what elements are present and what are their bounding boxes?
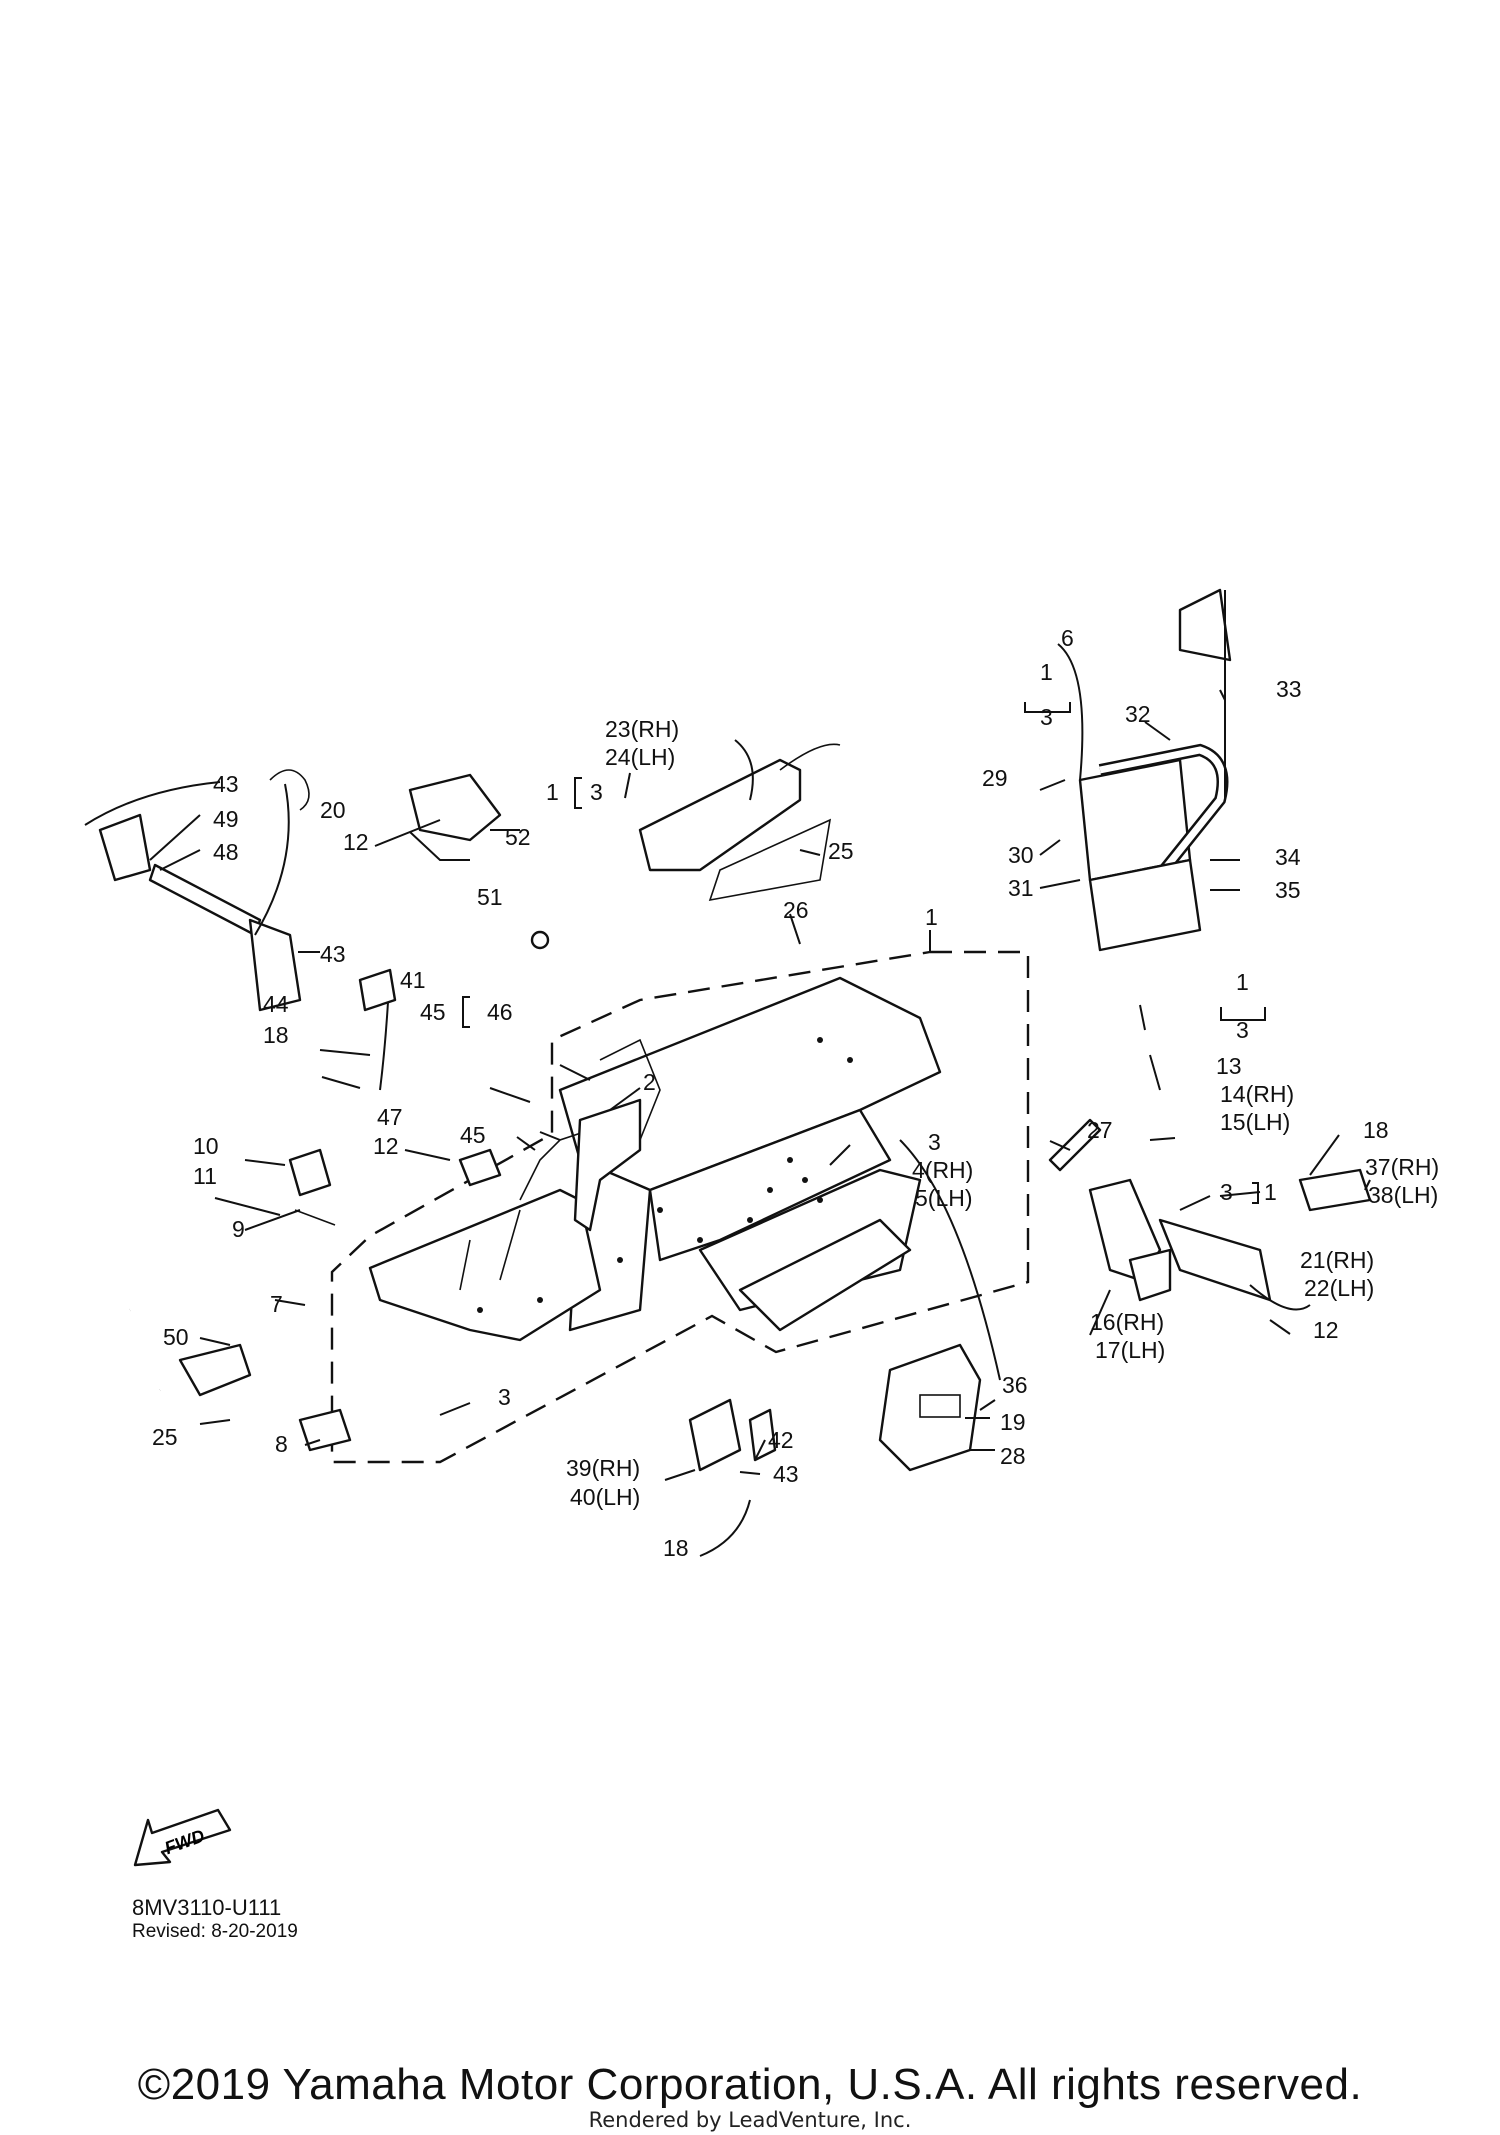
callout-45-top: 45 (420, 999, 446, 1025)
callout-1-mid: 1 (1264, 1179, 1277, 1205)
callout-20: 20 (320, 797, 346, 823)
callout-18-right: 18 (1363, 1117, 1389, 1143)
reflector-27 (1048, 1118, 1102, 1172)
callout-37-rh: 37(RH) (1365, 1154, 1439, 1180)
callout-26: 26 (783, 897, 809, 923)
callout-3-right: 3 (1236, 1017, 1249, 1043)
clamp-20 (269, 769, 310, 811)
callout-43-mid: 43 (320, 941, 346, 967)
callout-1-frame: 1 (925, 904, 938, 930)
small-parts (288, 930, 550, 1452)
callout-45-mid: 45 (460, 1122, 486, 1148)
copyright-notice: ©2019 Yamaha Motor Corporation, U.S.A. A… (137, 2060, 1363, 2109)
callout-29: 29 (982, 765, 1008, 791)
callout-48: 48 (213, 839, 239, 865)
callout-3-bottom: 3 (498, 1384, 511, 1410)
callout-14-rh: 14(RH) (1220, 1081, 1294, 1107)
callout-16-rh: 16(RH) (1090, 1309, 1164, 1335)
callout-22-lh: 22(LH) (1304, 1275, 1374, 1301)
callout-35: 35 (1275, 877, 1301, 903)
grouping-brackets (462, 702, 1266, 1204)
callout-17-lh: 17(LH) (1095, 1337, 1165, 1363)
frame-assembly-boundary (330, 950, 1030, 1464)
callout-13: 13 (1216, 1053, 1242, 1079)
callout-25-top: 25 (828, 838, 854, 864)
safety-flag (1178, 588, 1232, 800)
callout-43-top: 43 (213, 771, 239, 797)
diagram-code: 8MV3110-U111 (132, 1895, 282, 1920)
callout-15-lh: 15(LH) (1220, 1109, 1290, 1135)
mount-bracket-12 (408, 773, 502, 842)
callout-1-right: 1 (1236, 969, 1249, 995)
callout-18-left: 18 (263, 1022, 289, 1048)
callout-46: 46 (487, 999, 513, 1025)
callout-12-bracket: 12 (343, 829, 369, 855)
callout-1-top: 1 (1040, 659, 1053, 685)
callout-34: 34 (1275, 844, 1301, 870)
callout-18-bottom: 18 (663, 1535, 689, 1561)
rear-grab-bar (1078, 743, 1229, 952)
callout-25-bottom: 25 (152, 1424, 178, 1450)
callout-19: 19 (1000, 1409, 1026, 1435)
callout-40-lh: 40(LH) (570, 1484, 640, 1510)
callout-10: 10 (193, 1133, 219, 1159)
leader-lines (84, 643, 1371, 1557)
steering-column-assembly (98, 813, 302, 1012)
callout-1-seat: 1 (546, 779, 559, 805)
callout-50: 50 (163, 1324, 189, 1350)
frame-holes (477, 1037, 853, 1313)
callout-21-rh: 21(RH) (1300, 1247, 1374, 1273)
callout-28: 28 (1000, 1443, 1026, 1469)
callout-8: 8 (275, 1431, 288, 1457)
rear-bumper (40, 1305, 252, 1427)
callout-labels: 1 2 3 4(RH) 5(LH) 6 7 8 9 10 11 12 12 12… (152, 625, 1439, 1561)
callout-3-top: 3 (1040, 704, 1053, 730)
callout-9: 9 (232, 1216, 245, 1242)
callout-12-center: 12 (373, 1133, 399, 1159)
revised-date: Revised: 8-20-2019 (132, 1921, 298, 1942)
callout-39-rh: 39(RH) (566, 1455, 640, 1481)
callout-27: 27 (1087, 1117, 1113, 1143)
callout-49: 49 (213, 806, 239, 832)
callout-41: 41 (400, 967, 426, 993)
callout-7: 7 (270, 1291, 283, 1317)
bracket-39 (688, 1398, 777, 1472)
callout-3-mid: 3 (1220, 1179, 1233, 1205)
callout-52: 52 (505, 824, 531, 850)
callout-33: 33 (1276, 676, 1302, 702)
frame-tunnel (368, 976, 942, 1342)
callout-36: 36 (1002, 1372, 1028, 1398)
callout-12-right: 12 (1313, 1317, 1339, 1343)
callout-4-rh: 4(RH) (912, 1157, 973, 1183)
callout-32: 32 (1125, 701, 1151, 727)
callout-3-seat: 3 (590, 779, 603, 805)
callout-6: 6 (1061, 625, 1074, 651)
fwd-arrow-icon: FWD (133, 1808, 232, 1867)
callout-24-lh: 24(LH) (605, 744, 675, 770)
rendered-by: Rendered by LeadVenture, Inc. (588, 2108, 912, 2132)
callout-31: 31 (1008, 875, 1034, 901)
callout-23-rh: 23(RH) (605, 716, 679, 742)
callout-43-bottom: 43 (773, 1461, 799, 1487)
callout-30: 30 (1008, 842, 1034, 868)
callout-51: 51 (477, 884, 503, 910)
callout-5-lh: 5(LH) (915, 1185, 973, 1211)
callout-2: 2 (643, 1069, 656, 1095)
callout-47: 47 (377, 1104, 403, 1130)
footrest (1088, 1178, 1172, 1302)
side-cover (878, 1343, 982, 1472)
callout-44: 44 (263, 991, 289, 1017)
frame-bracket-2 (573, 1098, 642, 1232)
bracket-37 (1298, 1168, 1372, 1212)
callout-3-center: 3 (928, 1129, 941, 1155)
callout-42: 42 (768, 1427, 794, 1453)
callout-38-lh: 38(LH) (1368, 1182, 1438, 1208)
callout-11: 11 (193, 1163, 217, 1189)
seat-rail (638, 743, 841, 902)
